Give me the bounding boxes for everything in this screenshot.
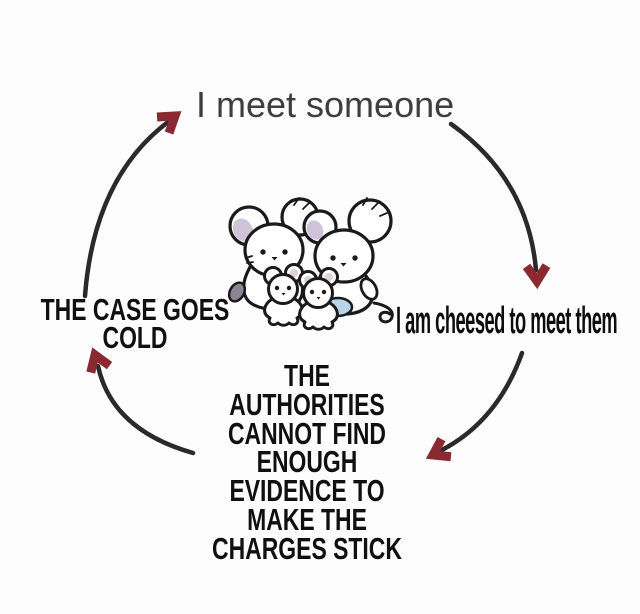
- arrowhead-bottom-right: [425, 436, 452, 462]
- cycle-node-top-label: I meet someone: [196, 84, 455, 125]
- cycle-node-right-label: I am cheesed to meet them: [396, 300, 618, 342]
- arc-bottom-left: [95, 363, 196, 456]
- arm: [359, 277, 379, 301]
- paw: [227, 281, 247, 303]
- arrowhead-bottom-left: [86, 347, 113, 374]
- arc-bottom-right: [435, 350, 525, 455]
- ear-whisker-ticks: [362, 197, 388, 217]
- arc-top-left: [82, 119, 171, 299]
- mouse-family-illustration: [227, 197, 394, 331]
- tail: [372, 301, 394, 324]
- arrowhead-top-left: [156, 111, 182, 135]
- arrowhead-top-right: [522, 263, 551, 290]
- baby-mouse-right: [298, 267, 339, 331]
- baby-mouse-left: [263, 263, 304, 327]
- arc-top-right: [448, 121, 539, 273]
- cycle-node-left-label: THE CASE GOES COLD: [40, 292, 230, 355]
- cycle-node-bottom-label: THE AUTHORITIES CANNOT FIND ENOUGH EVIDE…: [212, 358, 402, 566]
